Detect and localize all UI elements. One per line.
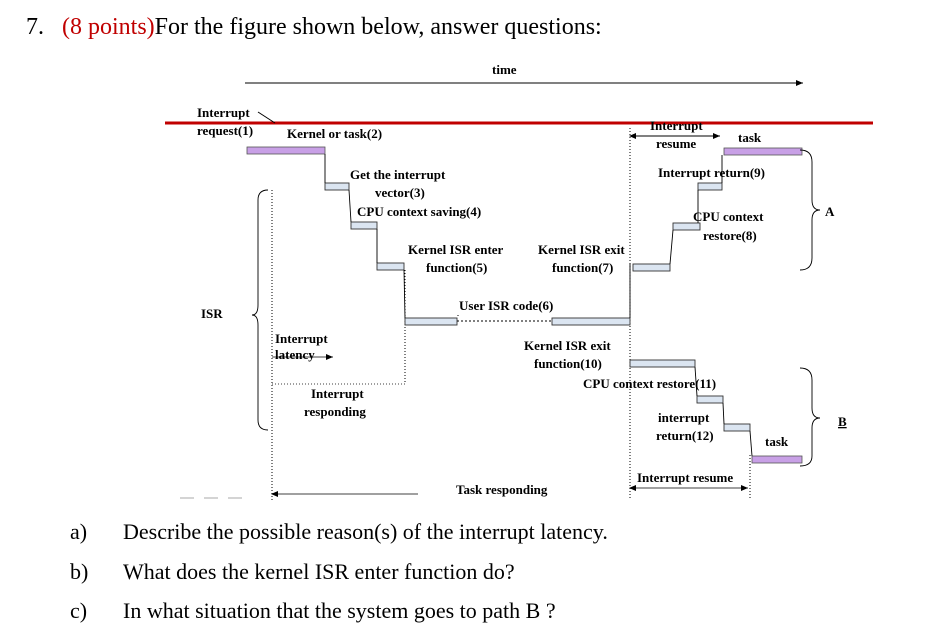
path-b-brace <box>799 367 821 467</box>
kernel-isr-enter-label-1: Kernel ISR enter <box>408 242 504 257</box>
kernel-isr-exit7-label-2: function(7) <box>552 260 613 275</box>
get-interrupt-label-2: vector(3) <box>375 185 425 200</box>
path-a-label: A <box>825 204 835 219</box>
task-bar-start <box>246 146 326 155</box>
kernel-isr-enter-label-2: function(5) <box>426 260 487 275</box>
task-bar-resume-b <box>751 455 803 464</box>
kernel-isr-exit10-label-1: Kernel ISR exit <box>524 338 611 353</box>
kernel-isr-exit10-label-2: function(10) <box>534 356 602 371</box>
interrupt-latency-label-1: Interrupt <box>275 331 328 346</box>
interrupt-latency-label-2: latency <box>275 347 315 362</box>
task-responding-label: Task responding <box>456 482 548 497</box>
task-top-label: task <box>738 130 762 145</box>
task-bar-resume-a <box>723 147 803 156</box>
interrupt-resume-label-1: Interrupt <box>650 118 703 133</box>
subquestion-a-text: Describe the possible reason(s) of the i… <box>123 519 608 544</box>
isr-brace <box>251 189 269 431</box>
interrupt-resume-label-2: resume <box>656 136 696 151</box>
path-a-brace <box>799 149 821 271</box>
cpu-context-restore-label-2: restore(8) <box>703 228 757 243</box>
interrupt-return12-label-2: return(12) <box>656 428 714 443</box>
interrupt-timing-figure: time Interrupt request(1) Kernel or task… <box>165 62 873 500</box>
subquestion-b: b) What does the kernel ISR enter functio… <box>70 559 515 585</box>
subquestion-b-label: b) <box>70 559 89 584</box>
cpu-context-saving-label: CPU context saving(4) <box>357 204 481 219</box>
subquestion-a-label: a) <box>70 519 88 544</box>
question-heading: 7. (8 points)For the figure shown below,… <box>26 14 602 41</box>
subquestion-c: c) In what situation that the system goes… <box>70 598 556 624</box>
task-bottom-label: task <box>765 434 789 449</box>
kernel-isr-exit7-label-1: Kernel ISR exit <box>538 242 625 257</box>
isr-label: ISR <box>201 306 223 321</box>
isr-step-boxes <box>324 182 751 432</box>
path-b-label: B <box>838 414 847 429</box>
interrupt-responding-label-1: Interrupt <box>311 386 364 401</box>
question-points: (8 points) <box>62 14 155 40</box>
subquestion-b-text: What does the kernel ISR enter function … <box>123 559 515 584</box>
user-isr-code-label: User ISR code(6) <box>459 298 553 313</box>
step-connectors <box>324 154 753 457</box>
cpu-context-restore11-label: CPU context restore(11) <box>583 376 716 391</box>
subquestion-c-text: In what situation that the system goes t… <box>123 598 556 623</box>
interrupt-return12-label-1: interrupt <box>658 410 710 425</box>
question-number: 7. <box>26 14 44 40</box>
request-pointer <box>257 111 276 124</box>
interrupt-request-label-2: request(1) <box>197 123 253 138</box>
get-interrupt-label-1: Get the interrupt <box>350 167 446 182</box>
interrupt-responding-label-2: responding <box>304 404 366 419</box>
interrupt-resume-bottom-label: Interrupt resume <box>637 470 733 485</box>
interrupt-request-label-1: Interrupt <box>197 105 250 120</box>
time-label: time <box>492 62 517 77</box>
kernel-or-task-label: Kernel or task(2) <box>287 126 382 141</box>
subquestion-a: a) Describe the possible reason(s) of the… <box>70 519 608 545</box>
subquestion-c-label: c) <box>70 598 88 623</box>
question-prompt: For the figure shown below, answer quest… <box>154 14 602 40</box>
interrupt-return9-label: Interrupt return(9) <box>658 165 765 180</box>
cpu-context-restore-label-1: CPU context <box>693 209 764 224</box>
